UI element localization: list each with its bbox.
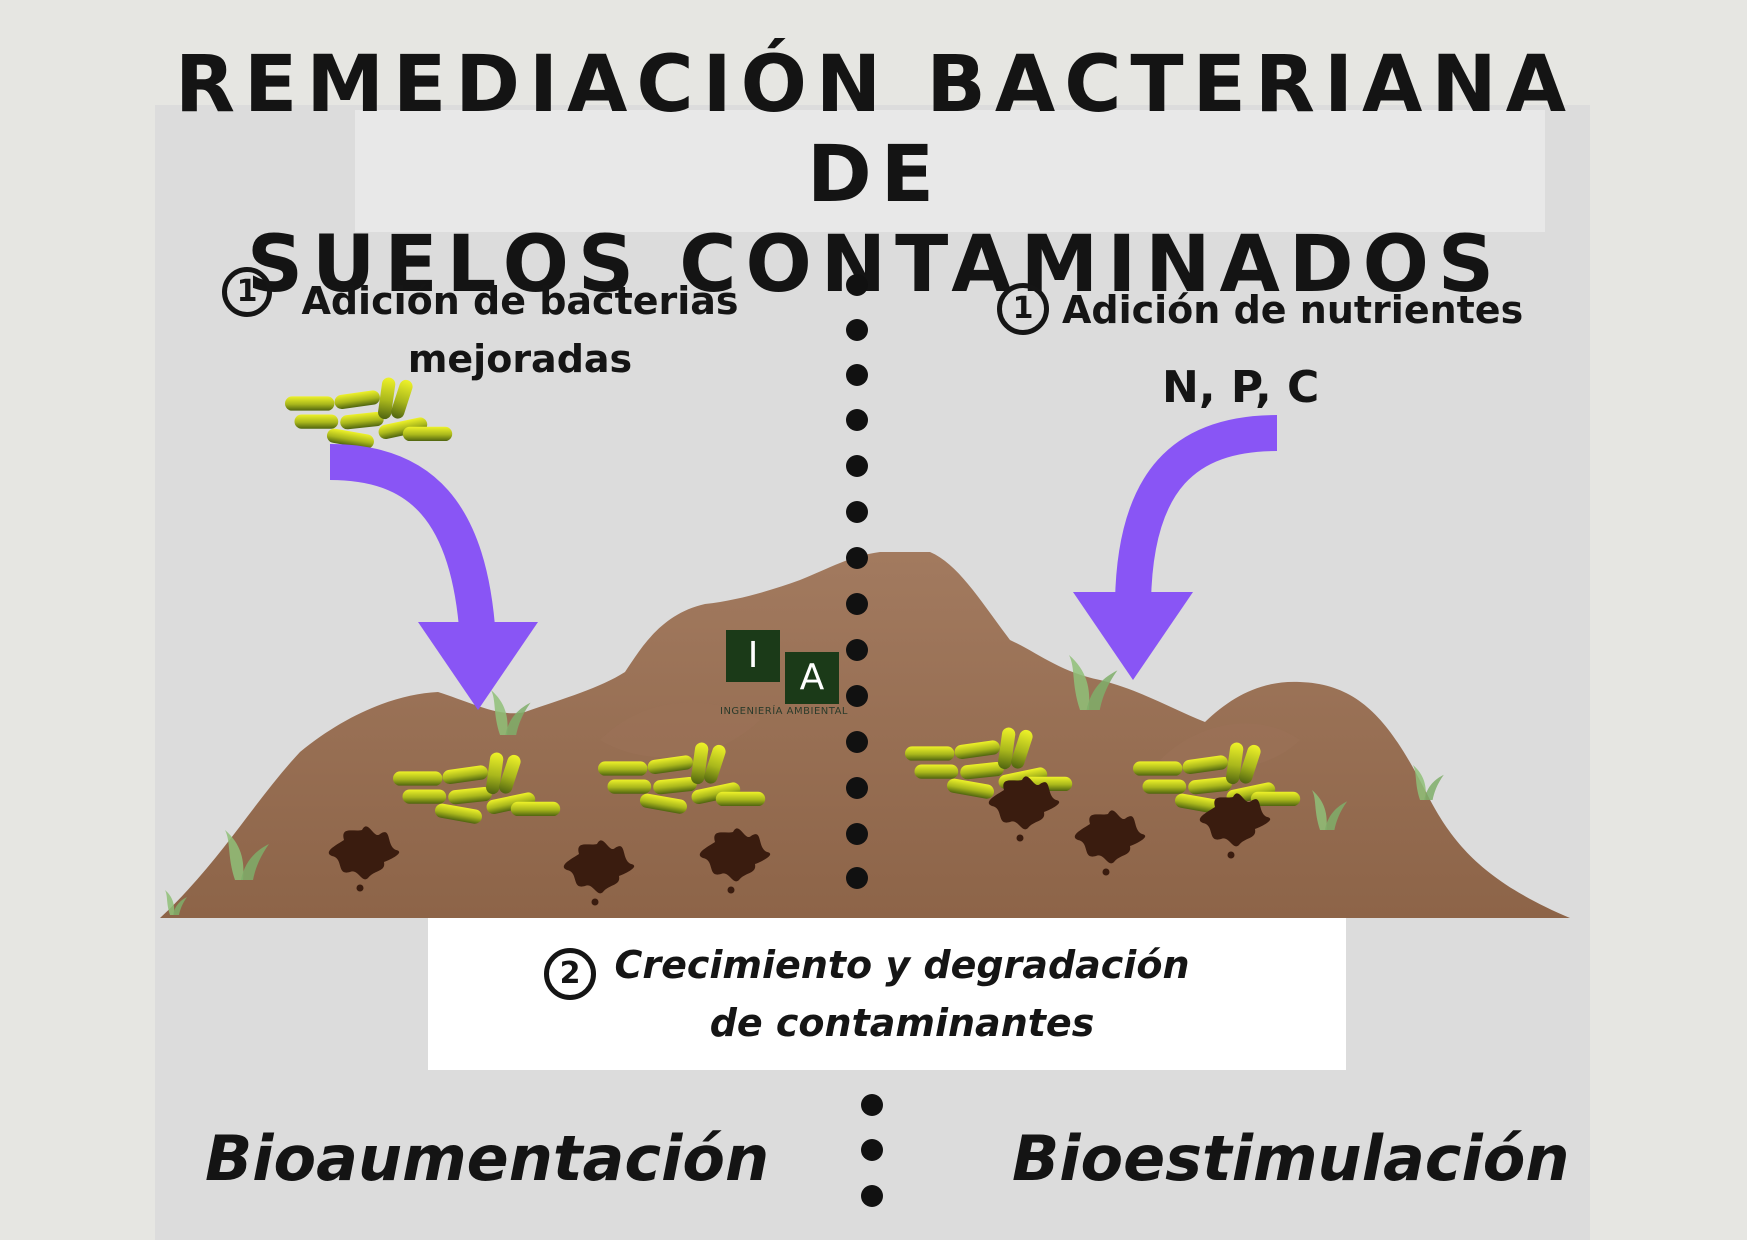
step-1-badge-right: 1 [997,283,1049,335]
arrow-left-head [418,622,538,710]
page-title: REMEDIACIÓN BACTERIANA DE SUELOS CONTAMI… [150,40,1600,310]
bioaugmentation-step-label: Adición de bacterias mejoradas [301,279,739,381]
logo-square-i: I [726,630,780,682]
title-backdrop [355,110,1545,232]
bioaugmentation-heading: Bioaumentación [205,1122,770,1195]
step-2-badge: 2 [544,948,596,1000]
arrow-right-head [1073,592,1193,680]
growth-degradation-label: Crecimiento y degradación de contaminant… [614,943,1190,1045]
divider-dots-upper [846,274,868,889]
nutrients-label: N, P, C [1162,362,1320,413]
biostimulation-step-label: Adición de nutrientes [1062,288,1524,332]
title-line-2: SUELOS CONTAMINADOS [246,220,1504,310]
logo-square-a: A [785,652,839,704]
arrow-right-shaft [1115,415,1278,603]
arrow-left-shaft [329,444,496,642]
step-1-badge-left: 1 [222,267,272,317]
biostimulation-heading: Bioestimulación [1012,1122,1570,1195]
title-line-1: REMEDIACIÓN BACTERIANA DE [174,40,1576,220]
logo-caption: INGENIERÍA AMBIENTAL [720,706,848,717]
